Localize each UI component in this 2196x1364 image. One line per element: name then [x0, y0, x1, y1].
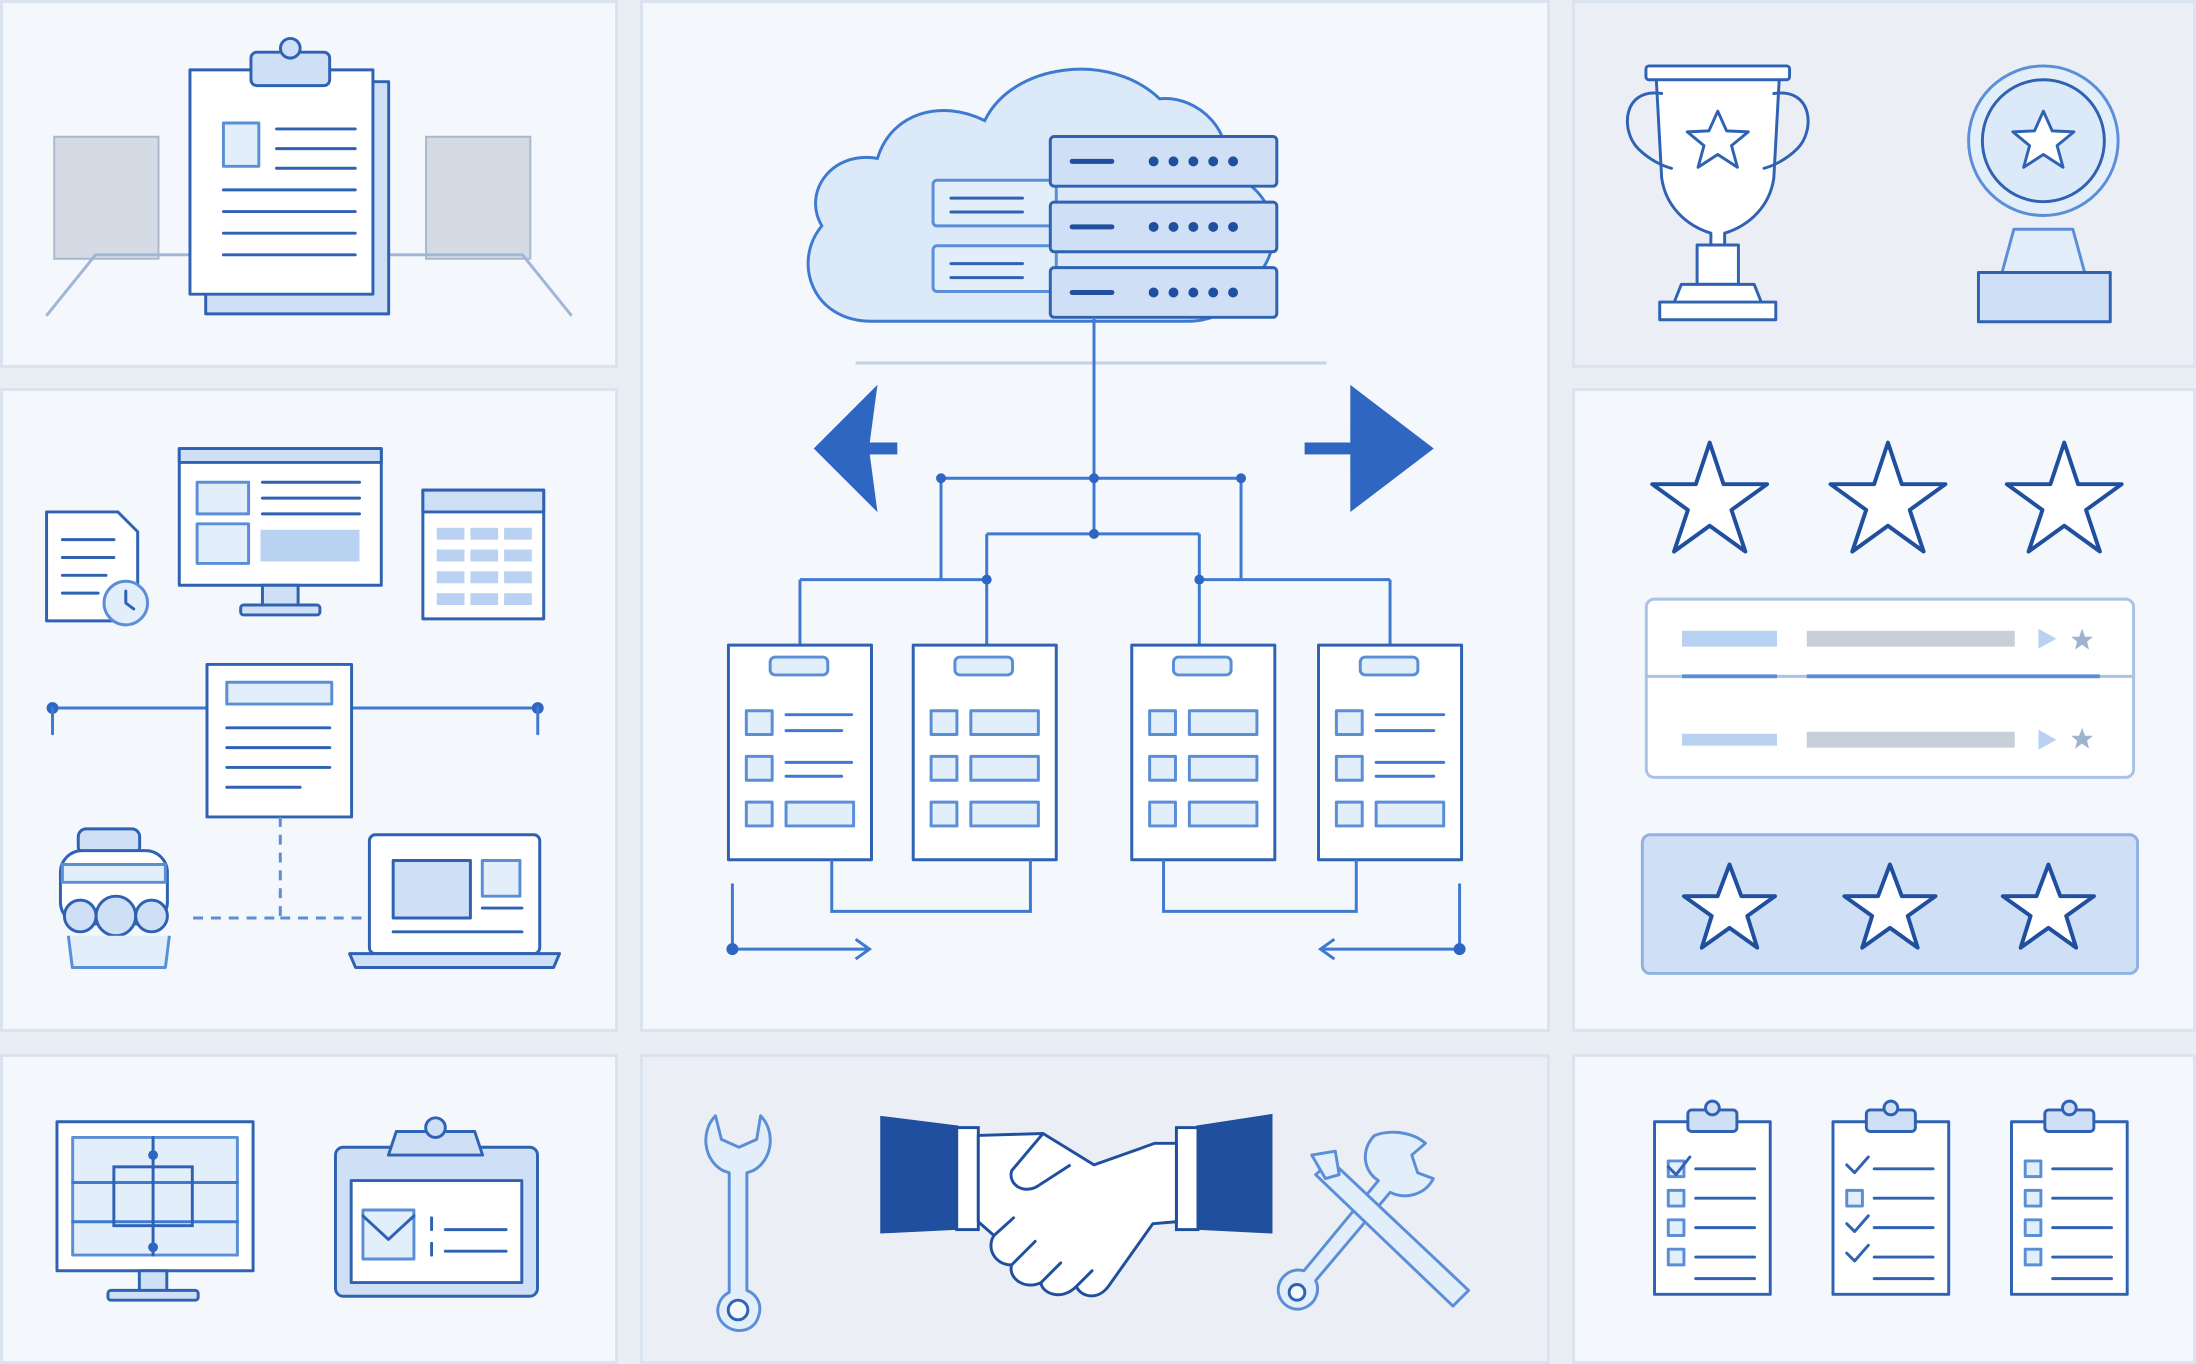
spreadsheet-icon: [421, 488, 546, 621]
panel-partnership: [640, 1054, 1550, 1364]
panel-checklists: [1572, 1054, 2196, 1364]
handshake-icon: [880, 1113, 1273, 1298]
clipboard-icon: [1317, 643, 1464, 862]
panel-awards: [1572, 0, 2196, 368]
checklist-icon: [1653, 1099, 1772, 1296]
star-icon: [1681, 862, 1778, 950]
monitor-icon: [177, 447, 383, 617]
trophy-icon: [1625, 64, 1810, 322]
star-icon: [2004, 440, 2124, 554]
star-icon: [2000, 862, 2096, 950]
panel-ratings: [1572, 388, 2196, 1032]
star-icon: [1650, 440, 1770, 554]
device-workflow: [45, 447, 562, 969]
monitor-diagram-icon: [55, 1120, 255, 1302]
checklist-icon: [2010, 1099, 2129, 1296]
star-icon: [1828, 440, 1948, 554]
robot-icon: [58, 827, 171, 969]
wrench-icon: [704, 1114, 772, 1333]
clipboard-icon: [45, 36, 573, 317]
cloud-server-icon: [806, 67, 1279, 323]
checklist-icon: [1831, 1099, 1951, 1296]
document-clock-icon: [45, 510, 150, 627]
crossed-tools-icon: [1276, 1130, 1471, 1311]
arrow-right-icon: [1350, 384, 1434, 513]
laptop-icon: [348, 833, 562, 969]
clipboard-icon: [1130, 643, 1277, 862]
panel-devices: [0, 388, 618, 1032]
star-icon: [1842, 862, 1938, 950]
clipboard-icon: [911, 643, 1058, 862]
clipboard-icon: [726, 643, 873, 862]
panel-tools: [0, 1054, 618, 1364]
clipboard-image-icon: [334, 1116, 539, 1298]
panel-documents: [0, 0, 618, 368]
document-icon: [205, 662, 354, 819]
panel-cloud-network: [640, 0, 1550, 1032]
medal-icon: [1967, 64, 2120, 324]
review-list-icon: [1644, 597, 2136, 779]
